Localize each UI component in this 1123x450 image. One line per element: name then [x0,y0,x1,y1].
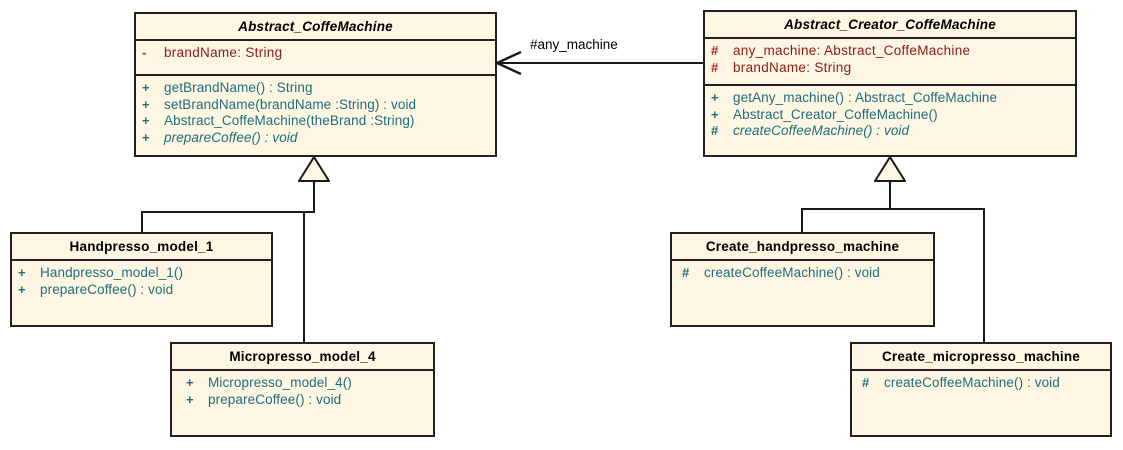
class-title-abstract-coffemachine: Abstract_CoffeMachine [238,19,393,34]
method-row: + setBrandName(brandName :String) : void [142,97,491,114]
visibility-marker: + [711,106,719,122]
generalization-drop-create-micropresso [983,208,985,343]
class-separator [705,37,1075,39]
method-row: + prepareCoffee() : void [142,130,491,147]
class-separator [172,369,433,371]
method-text: createCoffeeMachine() : void [884,375,1060,390]
class-separator [136,39,495,41]
method-text: prepareCoffee() : void [208,391,342,407]
generalization-bus-left [141,211,315,213]
association-label-any-machine: #any_machine [530,37,618,52]
class-title-handpresso-model-1: Handpresso_model_1 [69,239,214,254]
class-box-create-micropresso-machine[interactable]: Create_micropresso_machine # createCoffe… [850,342,1112,437]
method-row: + Abstract_CoffeMachine(theBrand :String… [142,113,491,130]
method-row: + Micropresso_model_4() [186,375,429,392]
visibility-marker: # [862,375,870,390]
class-box-micropresso-model-4[interactable]: Micropresso_model_4 + Micropresso_model_… [170,342,435,437]
association-line-any-machine [497,62,703,64]
association-arrowhead-icon [495,50,523,76]
visibility-marker: # [711,59,719,75]
method-row: # createCoffeeMachine() : void [862,375,1106,392]
methods-compartment-create-micropresso-machine: # createCoffeeMachine() : void [852,371,1110,396]
methods-compartment-abstract-creator-coffemachine: + getAny_machine() : Abstract_CoffeMachi… [705,86,1075,144]
class-title-abstract-creator-coffemachine: Abstract_Creator_CoffeMachine [784,17,996,32]
class-title-micropresso-model-4: Micropresso_model_4 [229,349,376,364]
method-row: # createCoffeeMachine() : void [711,123,1071,140]
class-box-handpresso-model-1[interactable]: Handpresso_model_1 + Handpresso_model_1(… [10,232,273,327]
method-text: getAny_machine() : Abstract_CoffeMachine [733,90,998,105]
visibility-marker: + [186,391,194,407]
class-separator [672,259,933,261]
visibility-marker: # [711,43,719,58]
method-row: # createCoffeeMachine() : void [682,265,929,282]
visibility-marker: + [142,113,150,128]
attribute-row: - brandName: String [142,45,491,62]
methods-compartment-handpresso-model-1: + Handpresso_model_1() + prepareCoffee()… [12,261,271,302]
method-row: + Handpresso_model_1() [18,265,267,282]
class-box-abstract-creator-coffemachine[interactable]: Abstract_Creator_CoffeMachine # any_mach… [703,10,1077,157]
methods-compartment-abstract-coffemachine: + getBrandName() : String + setBrandName… [136,76,495,150]
methods-compartment-create-handpresso-machine: # createCoffeeMachine() : void [672,261,933,286]
method-text: createCoffeeMachine() : void [704,265,880,280]
attribute-text: brandName: String [733,59,852,75]
class-separator [852,369,1110,371]
visibility-marker: # [682,265,690,280]
visibility-marker: + [142,96,150,112]
class-title-create-handpresso-machine: Create_handpresso_machine [705,239,900,254]
class-separator [705,84,1075,86]
method-row: + getBrandName() : String [142,80,491,97]
visibility-marker: + [711,90,719,105]
generalization-stem-left [313,180,315,213]
class-box-create-handpresso-machine[interactable]: Create_handpresso_machine # createCoffee… [670,232,935,327]
attributes-compartment-abstract-coffemachine: - brandName: String [136,41,495,74]
visibility-marker: - [142,45,147,60]
method-text: prepareCoffee() : void [40,281,174,297]
visibility-marker: + [186,375,194,390]
method-text: Micropresso_model_4() [208,375,352,390]
class-box-abstract-coffemachine[interactable]: Abstract_CoffeMachine - brandName: Strin… [134,12,497,157]
class-separator [136,74,495,76]
generalization-drop-create-handpresso [801,208,803,233]
method-text: setBrandName(brandName :String) : void [164,96,417,112]
attribute-text: brandName: String [164,45,283,60]
method-text: Abstract_Creator_CoffeMachine() [733,106,938,122]
method-text: Abstract_CoffeMachine(theBrand :String) [164,113,415,128]
attributes-compartment-abstract-creator-coffemachine: # any_machine: Abstract_CoffeMachine # b… [705,39,1075,84]
method-text: prepareCoffee() : void [164,129,298,145]
generalization-bus-right [801,208,985,210]
method-text: getBrandName() : String [164,80,313,95]
generalization-stem-right [889,180,891,210]
method-row: + getAny_machine() : Abstract_CoffeMachi… [711,90,1071,107]
generalization-drop-micropresso [303,211,305,343]
generalization-drop-handpresso [141,211,143,233]
attribute-row: # brandName: String [711,60,1071,77]
visibility-marker: + [18,281,26,297]
visibility-marker: + [18,265,26,280]
method-text: Handpresso_model_1() [40,265,184,280]
attribute-text: any_machine: Abstract_CoffeMachine [733,43,971,58]
method-row: + Abstract_Creator_CoffeMachine() [711,107,1071,124]
methods-compartment-micropresso-model-4: + Micropresso_model_4() + prepareCoffee(… [172,371,433,412]
class-separator [12,259,271,261]
attribute-row: # any_machine: Abstract_CoffeMachine [711,43,1071,60]
method-row: + prepareCoffee() : void [186,392,429,409]
visibility-marker: # [711,123,719,138]
method-row: + prepareCoffee() : void [18,282,267,299]
visibility-marker: + [142,129,150,145]
method-text: createCoffeeMachine() : void [733,123,910,138]
visibility-marker: + [142,80,150,95]
class-title-create-micropresso-machine: Create_micropresso_machine [881,349,1081,364]
